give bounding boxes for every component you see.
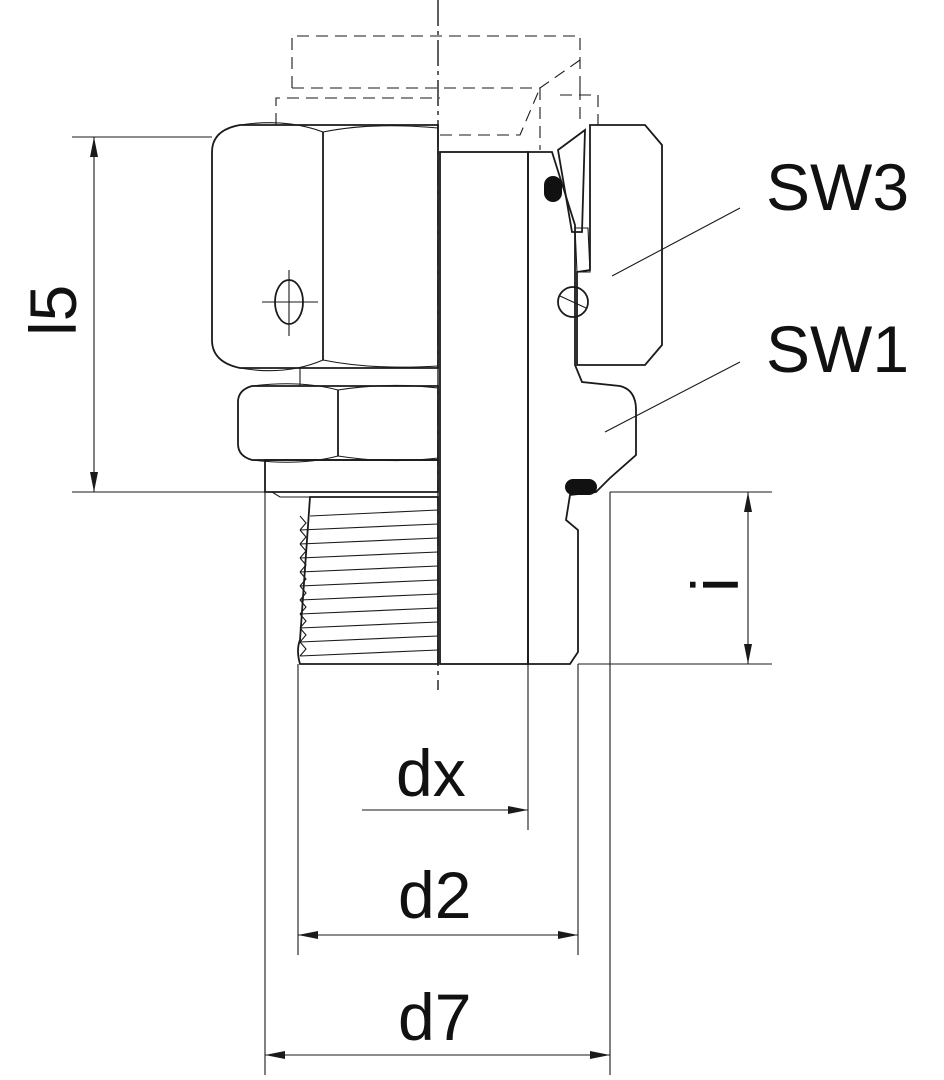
- label-dx: dx: [396, 736, 466, 810]
- label-sw1: SW1: [766, 312, 909, 386]
- hidden-part-outline: [275, 35, 599, 150]
- extension-lines: [72, 136, 772, 1075]
- sw3-leader: [611, 207, 741, 277]
- thread-lines: [299, 509, 439, 657]
- label-d7: d7: [398, 980, 471, 1054]
- cutting-ring: [557, 128, 586, 233]
- label-sw3: SW3: [766, 150, 909, 224]
- cross-hole: [262, 270, 318, 336]
- label-l5: l5: [16, 285, 90, 336]
- collar-exterior: [264, 459, 439, 665]
- locking-wire-ball: [557, 286, 589, 318]
- union-nut-exterior: [211, 122, 439, 372]
- sw1-leader: [604, 361, 741, 433]
- seal-ring-upper: [544, 176, 562, 202]
- bore: [439, 151, 529, 665]
- label-d2: d2: [398, 858, 471, 932]
- body-section: [527, 151, 637, 665]
- body-hex-exterior: [237, 368, 439, 463]
- label-i: i: [678, 577, 752, 592]
- seal-ring-lower: [565, 479, 597, 495]
- union-nut-section: [574, 124, 663, 366]
